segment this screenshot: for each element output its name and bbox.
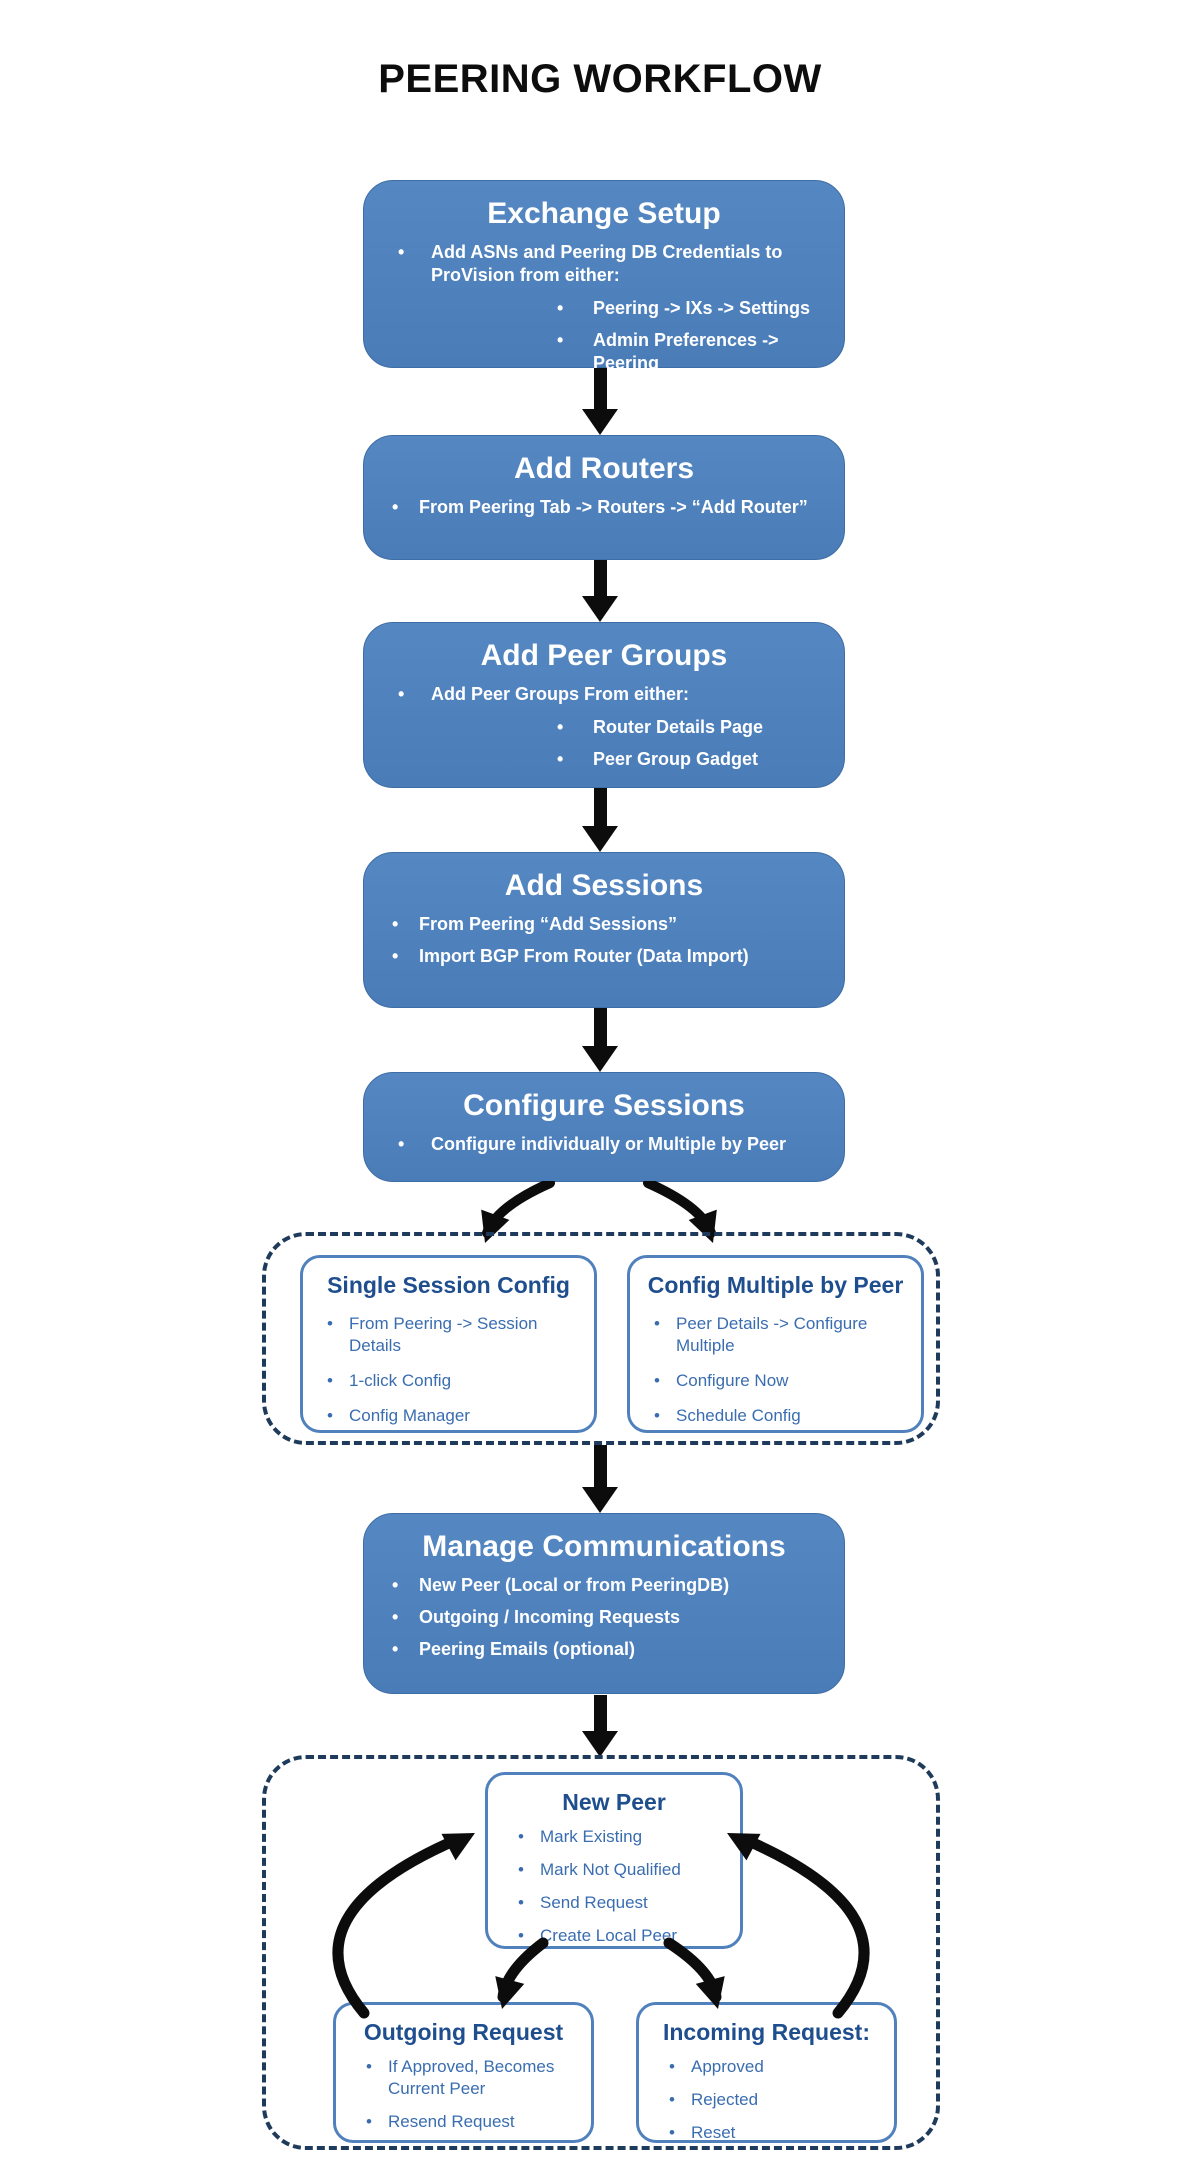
bullet-item: Reset [639,2122,894,2144]
box-heading: Add Routers [514,452,694,485]
bullet-item: New Peer (Local or from PeeringDB) [364,1574,844,1597]
bullet-item: Approved [639,2056,894,2078]
sub-bullet-item: Admin Preferences -> Peering [364,329,844,375]
panel-single-session-config: Single Session Config From Peering -> Se… [300,1255,597,1433]
panel-heading: New Peer [562,1789,666,1815]
bullet-item: Outgoing / Incoming Requests [364,1606,844,1629]
down-arrow-icon [582,368,618,435]
flow-box-configure-sessions: Configure Sessions Configure individuall… [363,1072,845,1182]
bullet-item: Resend Request [336,2111,591,2133]
panel-incoming-request: Incoming Request: Approved Rejected Rese… [636,2002,897,2144]
config-options-group: Single Session Config From Peering -> Se… [262,1232,940,1445]
panel-heading: Outgoing Request [363,2019,564,2045]
down-arrow-icon [582,1695,618,1757]
bullet-item: If Approved, Becomes Current Peer [336,2056,591,2100]
bullet-item: 1-click Config [303,1370,594,1392]
box-heading: Add Peer Groups [480,639,728,672]
box-heading: Exchange Setup [487,197,721,230]
flow-box-manage-communications: Manage Communications New Peer (Local or… [363,1513,845,1694]
panel-new-peer: New Peer Mark Existing Mark Not Qualifie… [485,1772,743,1949]
bullet-item: Mark Existing [488,1826,740,1848]
bullet-item: Rejected [639,2089,894,2111]
bullet-item: Configure individually or Multiple by Pe… [364,1133,844,1156]
bullet-item: Add Peer Groups From either: [364,683,844,706]
flow-box-add-sessions: Add Sessions From Peering “Add Sessions”… [363,852,845,1008]
sub-bullet-item: Router Details Page [364,716,844,739]
box-heading: Add Sessions [504,869,704,902]
sub-bullet-item: Peering -> IXs -> Settings [364,297,844,320]
box-heading: Manage Communications [422,1530,786,1563]
down-arrow-icon [582,560,618,622]
bullet-item: Send Request [488,1892,740,1914]
bullet-item: Schedule Config [630,1405,921,1427]
page-title: PEERING WORKFLOW [378,56,822,101]
bullet-item: Add ASNs and Peering DB Credentials to P… [364,241,844,287]
bullet-item: Import BGP From Router (Data Import) [364,945,844,968]
bullet-item: Peering Emails (optional) [364,1638,844,1661]
box-heading: Configure Sessions [463,1089,745,1122]
flow-box-exchange-setup: Exchange Setup Add ASNs and Peering DB C… [363,180,845,373]
flow-box-add-routers: Add Routers From Peering Tab -> Routers … [363,435,845,560]
down-arrow-icon [582,1445,618,1513]
panel-heading: Incoming Request: [662,2019,870,2045]
panel-heading: Config Multiple by Peer [647,1272,904,1298]
down-arrow-icon [582,788,618,852]
communications-group: New Peer Mark Existing Mark Not Qualifie… [262,1755,940,2150]
bullet-item: Peer Details -> Configure Multiple [630,1313,921,1357]
sub-bullet-item: Peer Group Gadget [364,748,844,771]
bullet-item: Configure Now [630,1370,921,1392]
bullet-item: From Peering -> Session Details [303,1313,594,1357]
panel-config-multiple-by-peer: Config Multiple by Peer Peer Details -> … [627,1255,924,1433]
bullet-item: Mark Not Qualified [488,1859,740,1881]
panel-heading: Single Session Config [327,1272,570,1298]
bullet-item: From Peering “Add Sessions” [364,913,844,936]
flow-box-add-peer-groups: Add Peer Groups Add Peer Groups From eit… [363,622,845,788]
bullet-item: Config Manager [303,1405,594,1427]
bullet-item: From Peering Tab -> Routers -> “Add Rout… [364,496,844,519]
bullet-item: Create Local Peer [488,1925,740,1947]
down-arrow-icon [582,1008,618,1072]
panel-outgoing-request: Outgoing Request If Approved, Becomes Cu… [333,2002,594,2143]
